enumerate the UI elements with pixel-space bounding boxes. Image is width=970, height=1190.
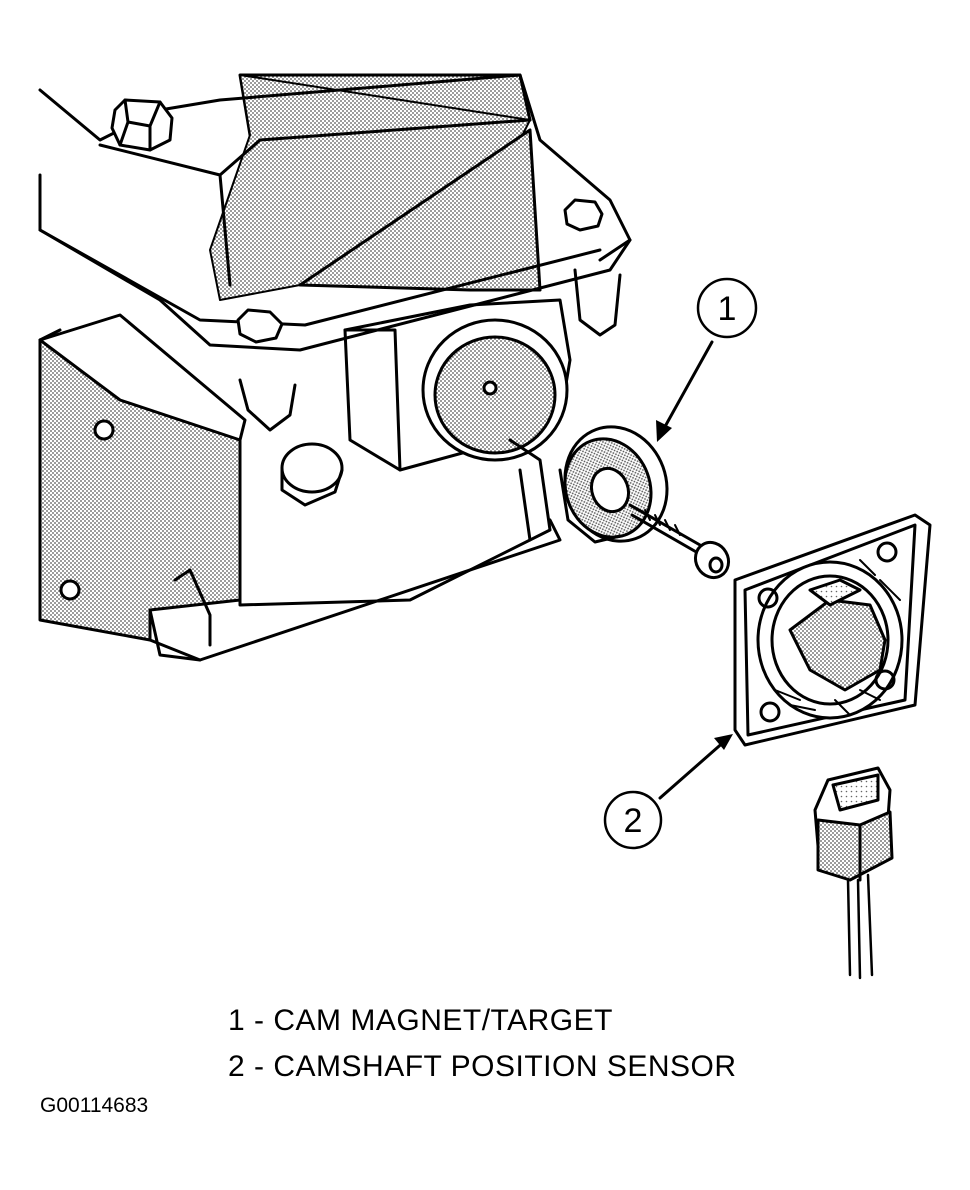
callout-2-circle <box>603 790 663 850</box>
figure-id: G00114683 <box>40 1094 149 1117</box>
callout-1-number: 1 <box>718 290 737 328</box>
legend-number: 1 <box>228 1004 246 1037</box>
cylinder-head <box>38 73 632 662</box>
cam-magnet-target <box>558 425 731 580</box>
sensor-connector <box>813 766 894 980</box>
legend-item-camshaft-sensor: 2 - CAMSHAFT POSITION SENSOR <box>228 1050 737 1084</box>
legend-number: 2 <box>228 1050 246 1083</box>
callout-2-arrowhead <box>714 734 733 750</box>
callout-2-number: 2 <box>624 802 643 840</box>
callout-1-leader <box>660 340 714 434</box>
callout-2-leader <box>658 738 728 800</box>
callout-1-arrowhead <box>656 420 672 442</box>
camshaft-position-sensor <box>733 513 932 747</box>
legend-text: CAMSHAFT POSITION SENSOR <box>273 1050 737 1083</box>
callout-1-circle <box>696 277 758 339</box>
legend-separator: - <box>245 1050 274 1083</box>
legend-text: CAM MAGNET/TARGET <box>273 1004 613 1037</box>
legend-separator: - <box>245 1004 274 1037</box>
legend-item-cam-magnet: 1 - CAM MAGNET/TARGET <box>228 1004 613 1038</box>
